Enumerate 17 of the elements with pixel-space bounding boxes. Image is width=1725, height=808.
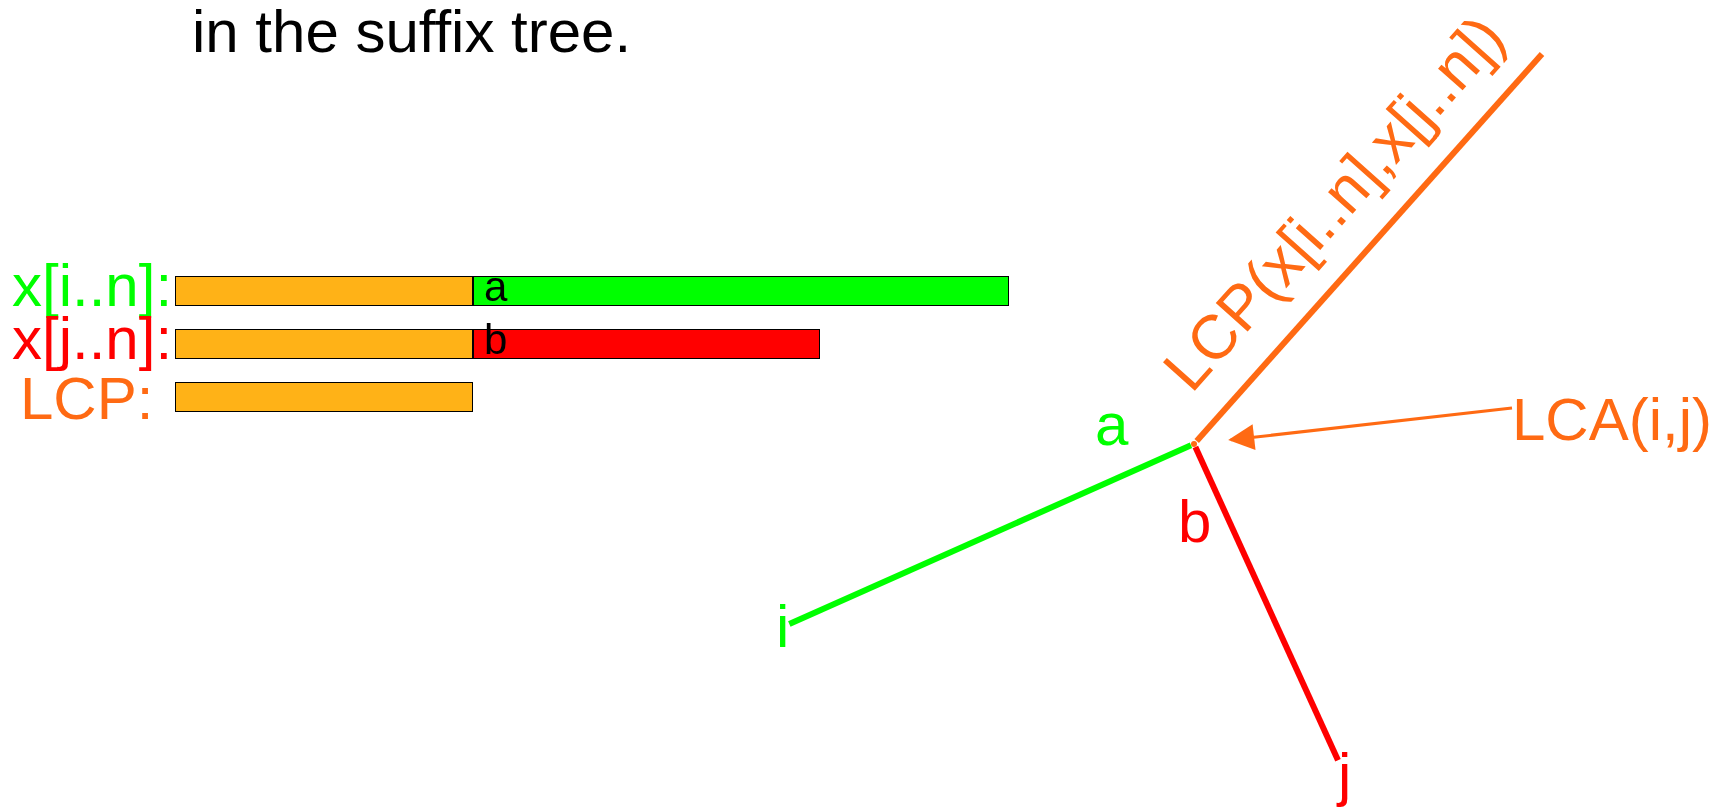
- arrow: [1228, 406, 1513, 451]
- prefix-bar: [175, 382, 473, 412]
- segment-letter: a: [484, 266, 508, 308]
- prefix-bar: [175, 329, 473, 359]
- prefix-bar: [175, 276, 473, 306]
- suffix-bar: [473, 276, 1009, 306]
- edge-label: a: [1095, 395, 1129, 455]
- heading-text: in the suffix tree.: [192, 2, 632, 62]
- segment-letter: b: [484, 319, 508, 361]
- edge-label: b: [1178, 492, 1212, 552]
- tree-edge: [1192, 445, 1341, 762]
- leaf-label: j: [1338, 745, 1352, 805]
- tree-edge: [788, 442, 1193, 627]
- tree-node: [1191, 441, 1197, 447]
- tree-edge: [1194, 52, 1545, 443]
- leaf-label: i: [776, 597, 790, 657]
- node-label: LCA(i,j): [1512, 390, 1712, 450]
